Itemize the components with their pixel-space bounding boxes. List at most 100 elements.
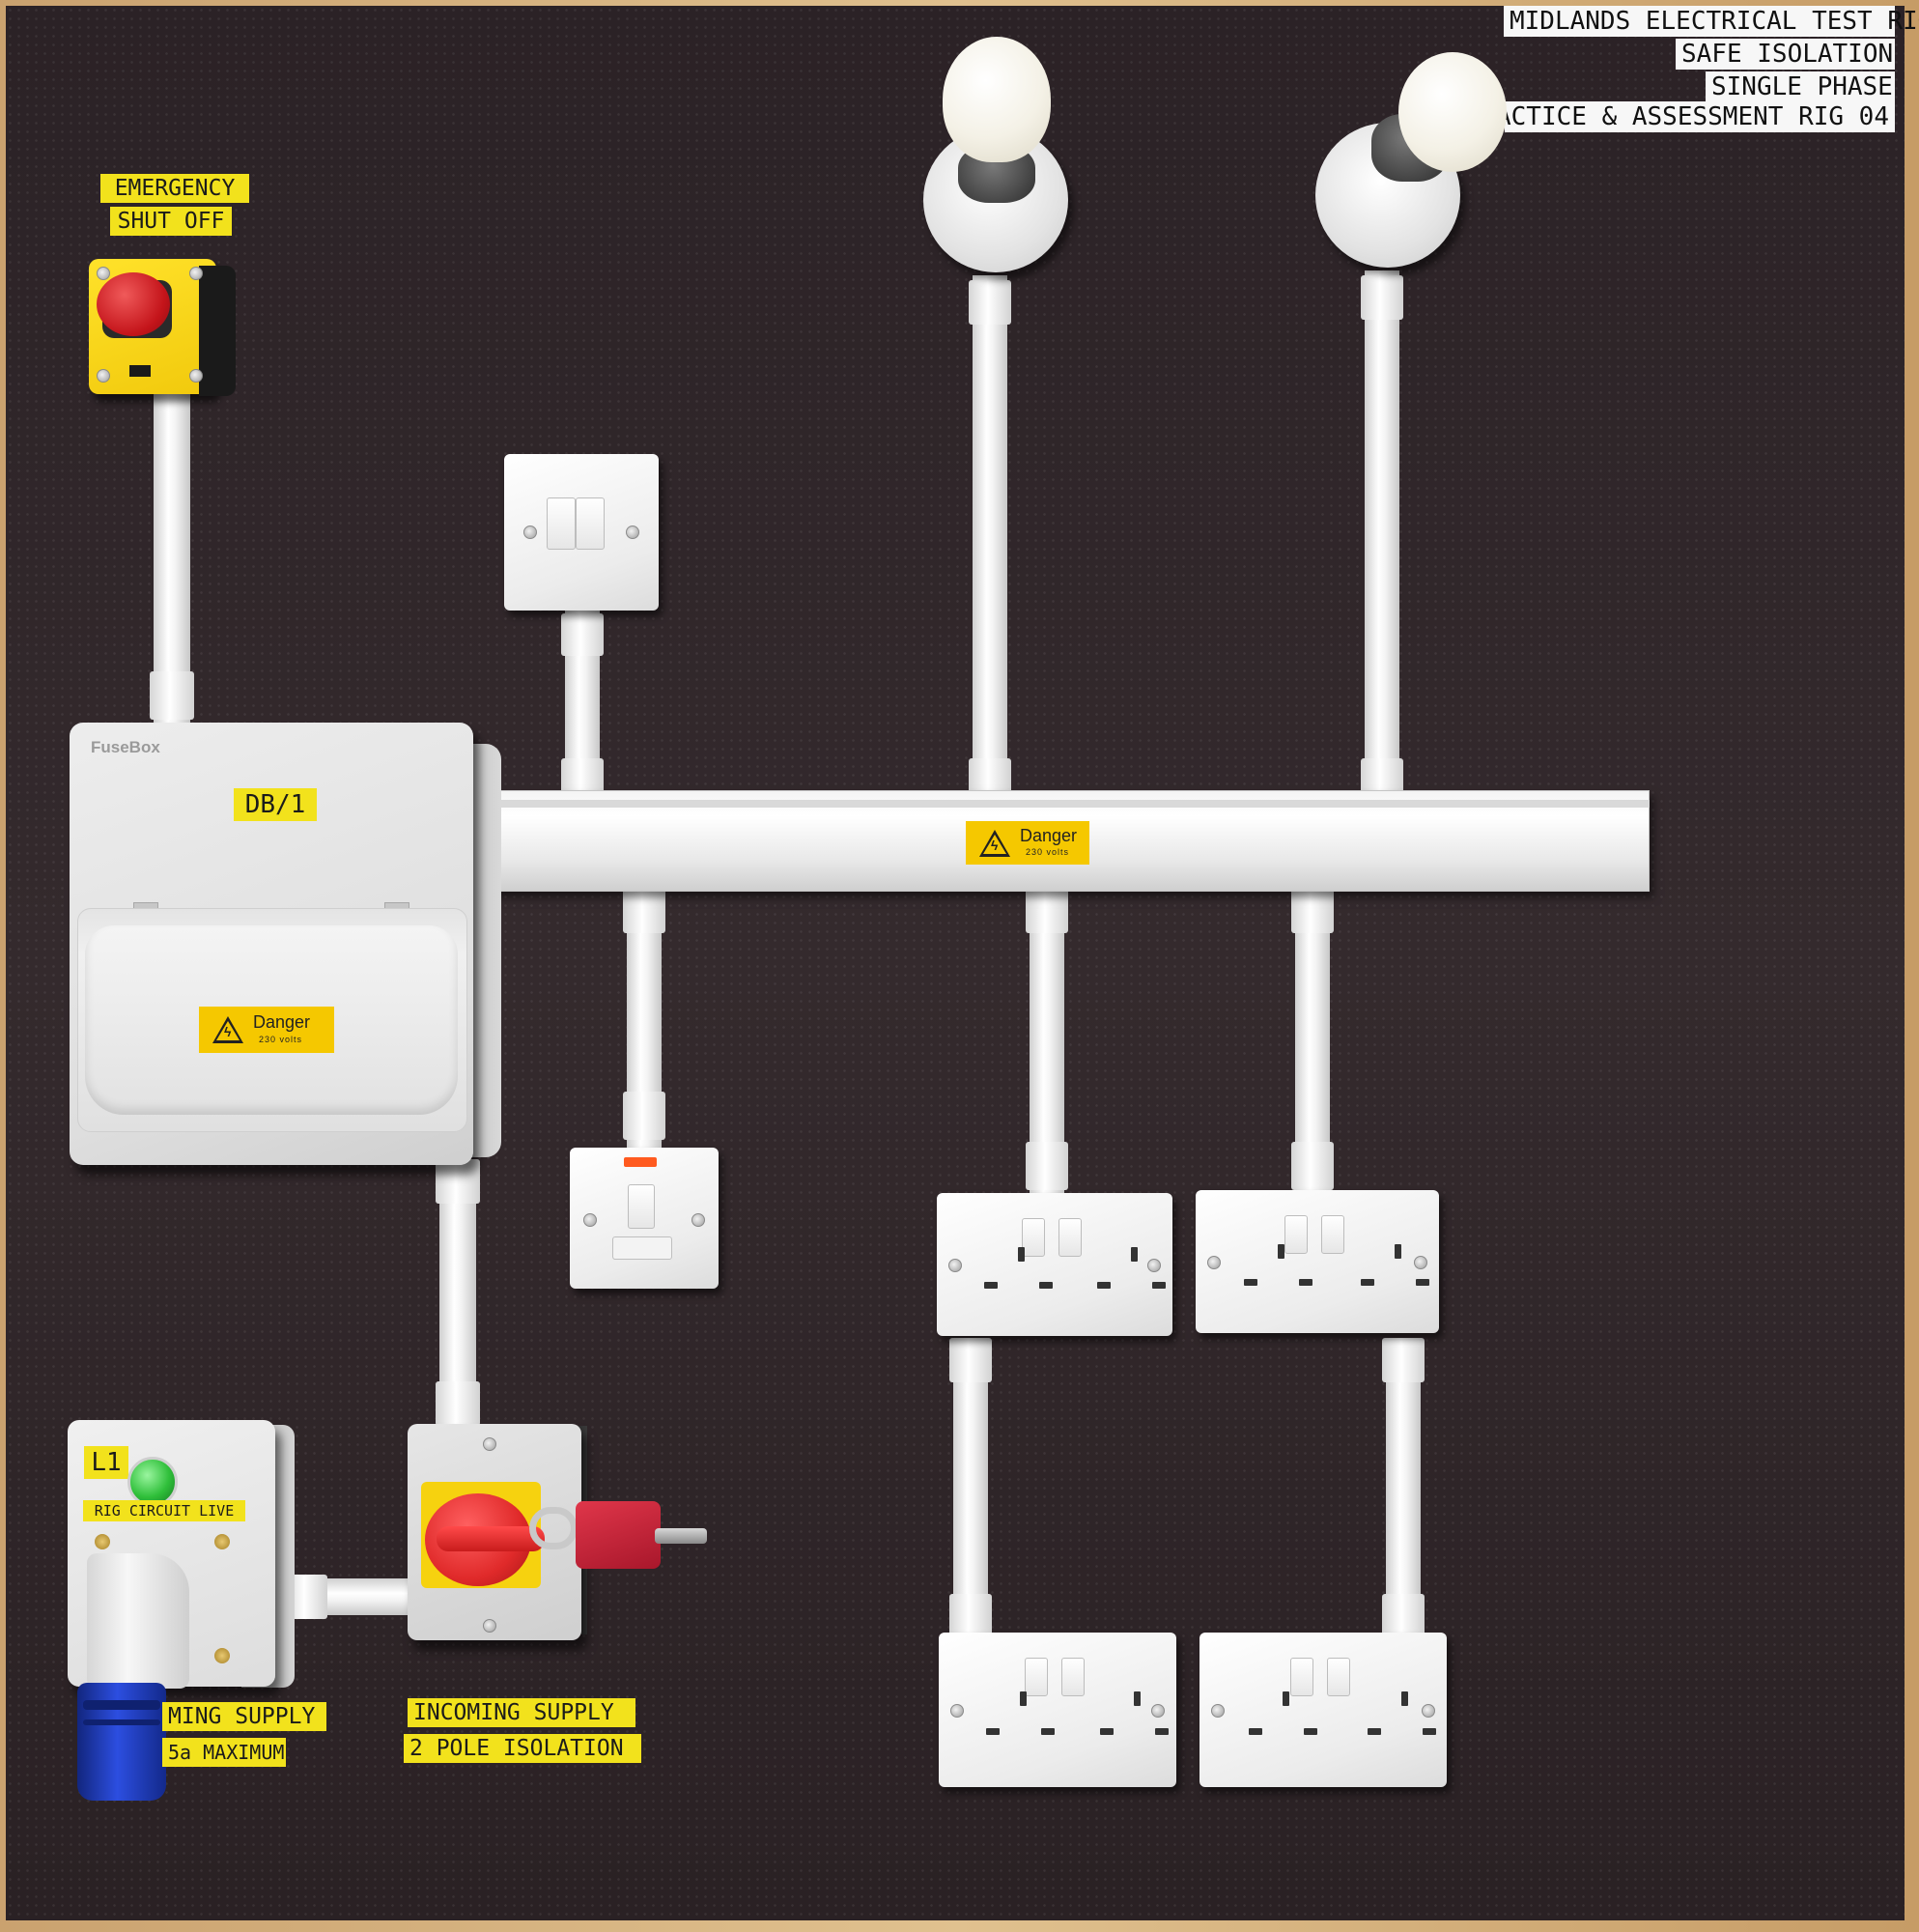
emergency-label-line2: SHUT OFF — [110, 207, 232, 236]
padlock-icon[interactable] — [576, 1501, 661, 1569]
header-label-rig-number: ACTICE & ASSESSMENT RIG 04 — [1505, 101, 1895, 132]
socket-switch-left[interactable] — [1290, 1658, 1313, 1696]
socket-live-pin — [1097, 1281, 1112, 1289]
conduit-coupler — [436, 1381, 480, 1426]
screw — [214, 1648, 230, 1663]
conduit-coupler — [150, 671, 194, 720]
left-supply-label-line1: MING SUPPLY — [162, 1702, 326, 1731]
screw — [483, 1619, 496, 1633]
lightning-icon: ϟ — [224, 1024, 232, 1039]
screw — [189, 369, 203, 383]
fused-spur-switch[interactable] — [628, 1184, 655, 1229]
socket-earth-pin — [1020, 1690, 1028, 1706]
lamp-bulb-1 — [943, 37, 1051, 162]
trunking-lid-edge — [483, 800, 1650, 808]
conduit-coupler — [623, 889, 665, 933]
screw — [214, 1534, 230, 1549]
socket-switch-right[interactable] — [1061, 1658, 1085, 1696]
screw — [1211, 1704, 1225, 1718]
screw — [95, 1534, 110, 1549]
socket-switch-right[interactable] — [1321, 1215, 1344, 1254]
light-switch-rocker-left[interactable] — [547, 497, 576, 550]
socket-switch-right[interactable] — [1327, 1658, 1350, 1696]
conduit-coupler — [623, 1092, 665, 1140]
socket-live-pin — [1100, 1728, 1115, 1736]
indicator-id-label: L1 — [84, 1446, 128, 1479]
indicator-lamp — [127, 1457, 178, 1507]
socket-earth-pin — [1131, 1247, 1139, 1263]
socket-neutral-pin — [1416, 1278, 1430, 1286]
socket-earth-pin — [1278, 1244, 1285, 1260]
danger-title: Danger — [253, 1012, 311, 1032]
right-supply-label-line1: INCOMING SUPPLY — [408, 1698, 635, 1727]
indicator-status-label: RIG CIRCUIT LIVE — [83, 1500, 245, 1521]
conduit — [154, 391, 190, 724]
double-socket-4 — [1199, 1633, 1447, 1787]
emergency-stop-button[interactable] — [97, 272, 170, 336]
header-label-phase: SINGLE PHASE — [1706, 71, 1895, 102]
socket-live-pin — [983, 1281, 998, 1289]
socket-live-pin — [1361, 1278, 1375, 1286]
screw — [626, 526, 639, 539]
screw — [1147, 1259, 1161, 1272]
socket-live-pin — [1367, 1728, 1381, 1736]
socket-neutral-pin — [1304, 1728, 1318, 1736]
lightning-icon: ϟ — [991, 838, 999, 853]
screw — [1207, 1256, 1221, 1269]
danger-triangle-icon — [979, 830, 1010, 857]
commando-plug-ribs — [83, 1719, 160, 1725]
light-switch — [504, 454, 659, 611]
conduit-coupler — [1291, 889, 1334, 933]
screw — [583, 1213, 597, 1227]
socket-live-pin — [1244, 1278, 1258, 1286]
left-supply-label-line2: 5a MAXIMUM — [162, 1738, 286, 1767]
socket-neutral-pin — [1299, 1278, 1313, 1286]
socket-switch-right[interactable] — [1058, 1218, 1082, 1257]
padlock-key[interactable] — [655, 1528, 707, 1544]
fuse-carrier[interactable] — [612, 1236, 672, 1260]
padlock-shackle — [529, 1507, 578, 1549]
danger-triangle-icon — [212, 1016, 243, 1043]
screw — [691, 1213, 705, 1227]
distribution-board-id: DB/1 — [234, 788, 317, 821]
danger-subtitle: 230 volts — [259, 1035, 303, 1044]
distribution-board-danger-sign: ϟ Danger 230 volts — [199, 1007, 334, 1053]
socket-live-pin — [986, 1728, 1001, 1736]
socket-switch-left[interactable] — [1284, 1215, 1308, 1254]
conduit-coupler — [1361, 275, 1403, 320]
screw — [97, 369, 110, 383]
light-switch-rocker-right[interactable] — [576, 497, 605, 550]
double-socket-3 — [939, 1633, 1176, 1787]
socket-switch-left[interactable] — [1025, 1658, 1048, 1696]
conduit — [1295, 884, 1330, 1193]
header-label-company: MIDLANDS ELECTRICAL TEST RIGS — [1504, 6, 1919, 37]
neon-indicator — [624, 1157, 657, 1167]
socket-earth-pin — [1395, 1244, 1402, 1260]
conduit-coupler — [1382, 1338, 1425, 1382]
isolator-handle[interactable] — [437, 1526, 545, 1551]
conduit — [973, 275, 1007, 811]
conduit — [1030, 884, 1064, 1193]
conduit-coupler — [949, 1338, 992, 1382]
right-supply-label-line2: 2 POLE ISOLATION — [404, 1734, 641, 1763]
commando-plug-ribs — [83, 1700, 160, 1710]
socket-earth-pin — [1283, 1690, 1290, 1706]
distribution-board-brand: FuseBox — [91, 738, 160, 756]
screw — [523, 526, 537, 539]
socket-neutral-pin — [1041, 1728, 1056, 1736]
double-socket-1 — [937, 1193, 1172, 1336]
socket-earth-pin — [1400, 1690, 1408, 1706]
socket-earth-pin — [1017, 1247, 1025, 1263]
socket-switch-left[interactable] — [1022, 1218, 1045, 1257]
header-label-title: SAFE ISOLATION — [1676, 39, 1895, 70]
danger-title: Danger — [1020, 826, 1078, 845]
screw — [1414, 1256, 1427, 1269]
socket-neutral-pin — [1422, 1728, 1436, 1736]
socket-neutral-pin — [1152, 1281, 1167, 1289]
emergency-stop-side — [199, 266, 236, 396]
conduit-coupler — [1026, 889, 1068, 933]
screw — [948, 1259, 962, 1272]
screw — [1151, 1704, 1165, 1718]
conduit — [1365, 270, 1399, 811]
screw — [483, 1437, 496, 1451]
